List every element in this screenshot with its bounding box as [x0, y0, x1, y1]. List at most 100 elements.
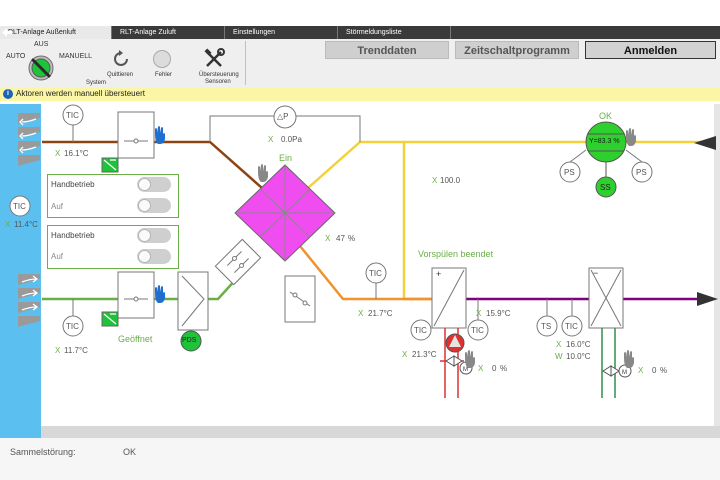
- heater-valve-x: X: [478, 364, 484, 373]
- hrv-line-d2: [259, 188, 311, 238]
- mode-auto-label: AUTO: [6, 53, 26, 60]
- cooler-valve-unit: %: [660, 366, 668, 375]
- fresh-air-damper[interactable]: [117, 271, 155, 319]
- dp-symbol: △P: [277, 112, 289, 121]
- extract-duct: [307, 140, 714, 189]
- heater-valve-value: 0: [492, 364, 497, 373]
- exhaust-damper[interactable]: [117, 111, 155, 159]
- lower-auf-label: Auf: [51, 252, 64, 261]
- tools-icon[interactable]: [203, 48, 225, 72]
- cooler-sign: −: [593, 268, 599, 278]
- trenddaten-button[interactable]: Trenddaten: [325, 41, 449, 59]
- back-icon[interactable]: [2, 27, 12, 40]
- supply-temp-value: 15.9°C: [486, 309, 511, 318]
- svg-text:M: M: [622, 370, 627, 376]
- tic-after-hrv-label: TIC: [369, 269, 382, 278]
- ss-label: SS: [600, 183, 611, 192]
- fehler-label: Fehler: [155, 72, 173, 78]
- uebersteuerung-label-1: Übersteuerung: [199, 72, 239, 78]
- fan-value: Y=83.3 %: [589, 138, 620, 145]
- sammelstoerung-label: Sammelstörung:: [10, 447, 76, 457]
- outside-temp-value: 11.4°C: [14, 220, 38, 229]
- mode-aus-label: AUS: [34, 41, 49, 48]
- uebersteuerung-label-2: Sensoren: [205, 79, 231, 85]
- upper-auf-toggle[interactable]: [137, 198, 171, 213]
- cooler-x-value: 16.0°C: [566, 340, 591, 349]
- toolbar-divider: [245, 41, 246, 85]
- fehler-indicator: [153, 50, 171, 68]
- heater-temp-x: X: [402, 350, 408, 359]
- quittieren-label: Quittieren: [107, 72, 134, 78]
- tab-rlt-zuluft[interactable]: RLT-Anlage Zuluft: [112, 26, 225, 39]
- refresh-icon[interactable]: [111, 49, 131, 71]
- fan-status-ok: OK: [599, 111, 613, 121]
- tab-stoermeldungsliste[interactable]: Störmeldungsliste: [338, 26, 451, 39]
- filter[interactable]: [177, 271, 209, 331]
- mix-x: X: [432, 176, 438, 185]
- heater-coil[interactable]: [431, 267, 467, 329]
- upper-auf-label: Auf: [51, 202, 64, 211]
- hrv-status-ein: Ein: [279, 153, 293, 163]
- after-hrv-value: 21.7°C: [368, 309, 393, 318]
- info-message: Aktoren werden manuell übersteuert: [16, 89, 145, 98]
- tic-exhaust-label: TIC: [66, 111, 79, 120]
- fresh-temp-x: X: [55, 346, 61, 355]
- tic-outside-label: TIC: [13, 202, 26, 211]
- plant-diagram: M M: [9, 104, 718, 398]
- supply-arrow-icon: [697, 292, 718, 306]
- heater-sign: +: [436, 269, 442, 279]
- tab-rlt-aussenluft[interactable]: RLT-Anlage Außenluft: [0, 26, 112, 39]
- heater-temp-value: 21.3°C: [412, 350, 437, 359]
- zeitschaltprogramm-button[interactable]: Zeitschaltprogramm: [455, 41, 579, 59]
- bottom-scroll-strip: [41, 426, 720, 438]
- dp-value: 0.0Pa: [281, 135, 302, 144]
- tic-fresh-label: TIC: [66, 322, 79, 331]
- tic-heater-left-label: TIC: [414, 326, 427, 335]
- hand-icon: [258, 128, 636, 368]
- info-bar: [0, 87, 720, 101]
- supply-temp-x: X: [476, 309, 482, 318]
- tab-bar: [0, 26, 720, 39]
- right-scroll-strip: [714, 104, 720, 426]
- lower-handbetrieb-label: Handbetrieb: [51, 231, 95, 240]
- sammelstoerung-value: OK: [123, 447, 137, 457]
- lower-auf-toggle[interactable]: [137, 249, 171, 264]
- mode-manuell-label: MANUELL: [59, 53, 93, 60]
- mix-value: 100.0: [440, 176, 461, 185]
- exhaust-temp-value: 16.1°C: [64, 149, 89, 158]
- dp-sensor: [273, 105, 297, 129]
- cooler-w-label: W: [555, 352, 563, 361]
- ts-label: TS: [541, 322, 552, 331]
- cooler-valve-x: X: [638, 366, 644, 375]
- upper-handbetrieb-label: Handbetrieb: [51, 180, 95, 189]
- cooler-valve-value: 0: [652, 366, 657, 375]
- extract-arrow-icon: [694, 136, 716, 150]
- bypass-damper[interactable]: [214, 238, 262, 286]
- tic-heater-left-sensor: [410, 319, 432, 341]
- pds-label: PDS: [182, 337, 197, 344]
- lower-handbetrieb-toggle[interactable]: [137, 228, 171, 243]
- tic-cooler-label: TIC: [565, 322, 578, 331]
- ps-right-label: PS: [636, 168, 647, 177]
- vorspuelen-status: Vorspülen beendet: [418, 249, 494, 259]
- hrv-percent-unit: %: [348, 234, 356, 243]
- mode-selector-knob[interactable]: [27, 54, 55, 84]
- mode-system-label: System: [86, 80, 107, 86]
- heater-valve-unit: %: [500, 364, 508, 373]
- dp-x: X: [268, 135, 274, 144]
- info-icon: i: [3, 89, 13, 99]
- outside-temp-x: X: [5, 220, 11, 229]
- ps-left-label: PS: [564, 168, 575, 177]
- upper-handbetrieb-toggle[interactable]: [137, 177, 171, 192]
- anmelden-button[interactable]: Anmelden: [585, 41, 716, 59]
- pds-sensor: [180, 330, 202, 352]
- hand-blue-icon: [155, 126, 165, 303]
- fresh-temp-value: 11.7°C: [64, 346, 88, 355]
- exhaust-temp-x: X: [55, 149, 61, 158]
- tic-outside-sensor: [9, 195, 31, 217]
- hrv-percent-value: 47: [336, 234, 345, 243]
- damper-status-geoeffnet: Geöffnet: [118, 334, 153, 344]
- svg-text:M: M: [463, 367, 468, 373]
- after-hrv-x: X: [358, 309, 364, 318]
- tab-einstellungen[interactable]: Einstellungen: [225, 26, 338, 39]
